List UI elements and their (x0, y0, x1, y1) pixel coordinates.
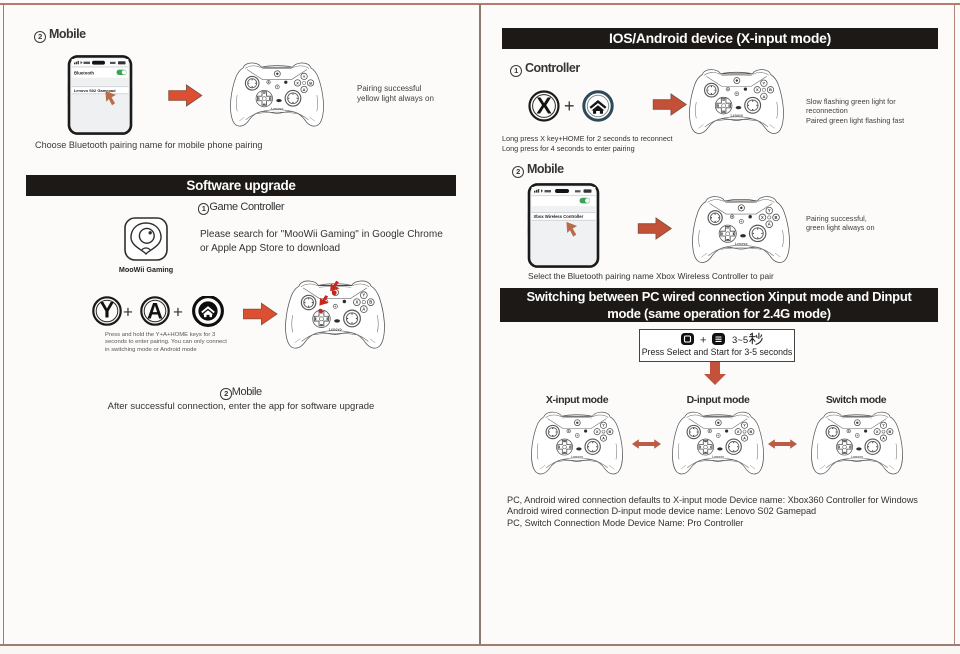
svg-text:+: + (564, 96, 575, 116)
svg-text:+: + (700, 335, 706, 347)
svg-text:Lenovo S02 Gamepad: Lenovo S02 Gamepad (74, 88, 116, 93)
svg-text:3~5: 3~5 (732, 335, 748, 346)
svg-text:Bluetooth: Bluetooth (74, 71, 94, 76)
svg-text:+: + (173, 303, 183, 322)
svg-text:+: + (123, 303, 133, 322)
svg-text:Y: Y (100, 298, 115, 323)
svg-text:A: A (147, 299, 163, 324)
svg-text:X: X (536, 93, 552, 119)
svg-text:Xbox Wireless Controller: Xbox Wireless Controller (534, 214, 584, 219)
